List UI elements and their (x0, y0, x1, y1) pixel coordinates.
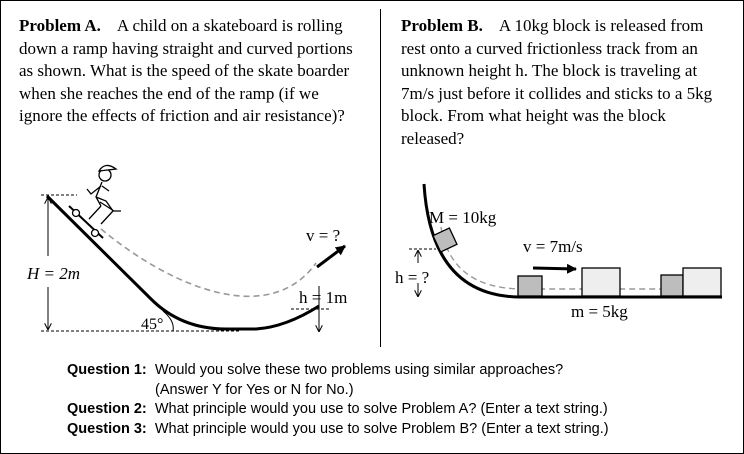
skater-path (100, 228, 317, 298)
block-M-after-collision (660, 274, 684, 297)
question-3-text: What principle would you use to solve Pr… (154, 420, 609, 437)
velocity-arrow (316, 244, 346, 269)
question-2: Question 2: What principle would you use… (67, 400, 609, 420)
label-v-unknown: v = ? (306, 226, 340, 245)
question-3-label: Question 3: (67, 420, 147, 437)
question-2-label: Question 2: (67, 401, 147, 417)
angle-arc (162, 310, 174, 332)
label-M: M = 10kg (429, 208, 497, 227)
question-1-continuation: (Answer Y for Yes or N for No.) (155, 381, 354, 398)
question-1-text: Would you solve these two problems using… (154, 362, 564, 378)
problem-b-title: Problem B. (401, 16, 483, 35)
block-M-on-track (432, 227, 458, 253)
question-1-label: Question 1: (67, 362, 147, 378)
curved-track (422, 183, 722, 299)
label-h-unknown: h = ? (395, 268, 429, 287)
problem-a-body: A child on a skateboard is rolling down … (19, 16, 353, 125)
ramp-diagram: H = 2m h = 1m v = ? 45° (26, 164, 347, 333)
problem-a-title: Problem A. (19, 16, 101, 35)
skater-figure (68, 164, 121, 239)
problem-b-body: A 10kg block is released from rest onto … (401, 16, 713, 148)
label-angle: 45° (141, 316, 163, 333)
block-m-after-collision (682, 267, 722, 297)
questions-block: Question 1: Would you solve these two pr… (67, 361, 609, 439)
problem-b-text: Problem B. A 10kg block is released from… (401, 15, 731, 150)
block-m-target (581, 267, 621, 297)
column-divider (380, 9, 381, 347)
question-3: Question 3: What principle would you use… (67, 420, 609, 440)
label-v: v = 7m/s (523, 237, 583, 256)
ramp-track (45, 194, 320, 331)
label-h-end: h = 1m (299, 288, 347, 307)
problem-a-text: Problem A. A child on a skateboard is ro… (19, 15, 359, 128)
label-H: H = 2m (26, 264, 80, 283)
block-M-before-collision (517, 275, 543, 297)
collision-diagram: M = 10kg v = 7m/s h = ? m = 5kg (395, 183, 722, 321)
question-2-text: What principle would you use to solve Pr… (154, 401, 608, 417)
velocity-arrow (532, 263, 577, 274)
question-1: Question 1: Would you solve these two pr… (67, 361, 609, 381)
label-m: m = 5kg (571, 302, 628, 321)
